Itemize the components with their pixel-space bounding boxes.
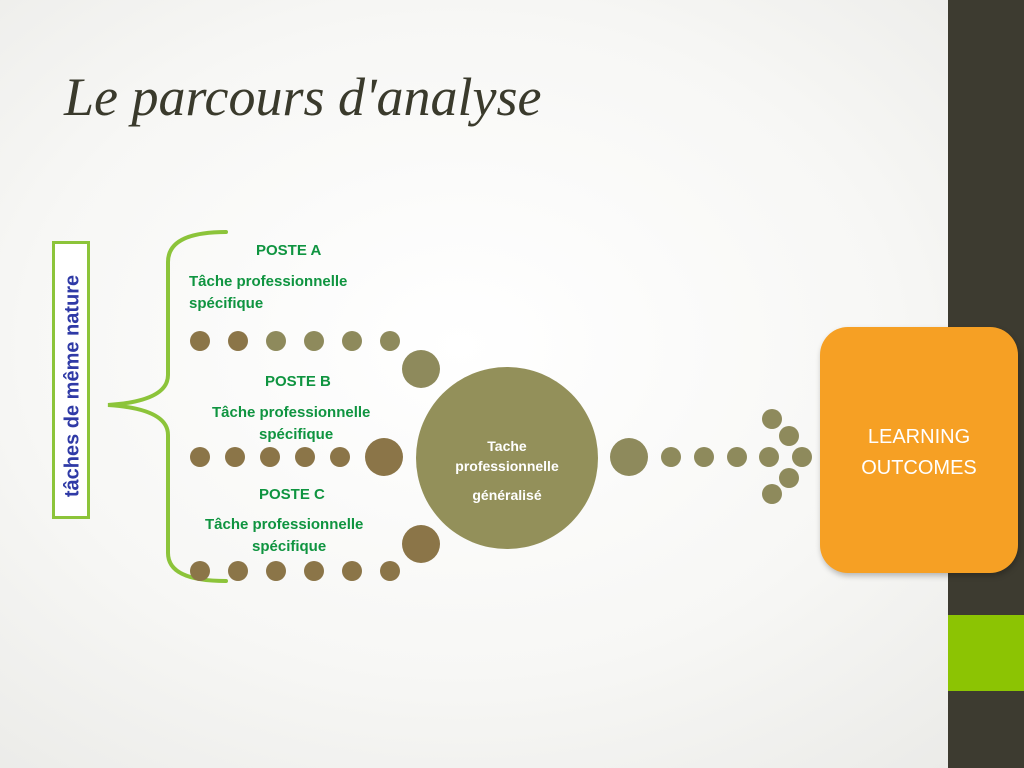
dot-arrow-2 [779,426,799,446]
dot-c-5 [342,561,362,581]
dot-c-3 [266,561,286,581]
dot-b-big [365,438,403,476]
dot-c-big [402,525,440,563]
group-label-box [52,241,90,519]
dot-a-6 [380,331,400,351]
dot-out-1 [661,447,681,467]
poste-a-line2: spécifique [189,295,264,312]
dot-b-4 [295,447,315,467]
dot-a-5 [342,331,362,351]
curly-bracket [107,230,228,583]
dot-a-3 [266,331,286,351]
dot-out-3 [727,447,747,467]
dot-a-1 [190,331,210,351]
center-label-line2: professionnelle [455,458,559,474]
poste-c-title: POSTE C [259,486,325,503]
dot-b-2 [225,447,245,467]
dot-b-5 [330,447,350,467]
dot-arrow-4 [779,468,799,488]
dot-arrow-1 [762,409,782,429]
learning-outcomes-box [820,327,1018,573]
poste-c-line2: spécifique [252,538,327,555]
dot-c-1 [190,561,210,581]
poste-b-line1: Tâche professionnelle [212,404,371,421]
poste-a-line1: Tâche professionnelle [189,273,348,290]
poste-c-line1: Tâche professionnelle [205,516,364,533]
sidebar-accent-square [948,615,1024,691]
dot-b-3 [260,447,280,467]
slide-title: Le parcours d'analyse [64,67,542,127]
learning-outcomes-label: LEARNING OUTCOMES [820,422,1018,484]
dot-out-2 [694,447,714,467]
center-label-line3: généralisé [472,487,542,503]
dot-c-4 [304,561,324,581]
learning-outcomes-line1: LEARNING [867,426,971,448]
dot-c-6 [380,561,400,581]
dot-b-1 [190,447,210,467]
center-label-line1: Tache [487,438,527,454]
dot-a-big [402,350,440,388]
poste-b-title: POSTE B [265,373,331,390]
dot-arrow-5 [762,484,782,504]
poste-b-line2: spécifique [259,426,334,443]
poste-a-title: POSTE A [256,242,322,259]
dot-out-big [610,438,648,476]
dot-arrow-3 [792,447,812,467]
dot-out-4 [759,447,779,467]
dot-c-2 [228,561,248,581]
dot-a-4 [304,331,324,351]
center-circle [416,367,598,549]
learning-outcomes-line2: OUTCOMES [861,457,977,479]
dot-a-2 [228,331,248,351]
